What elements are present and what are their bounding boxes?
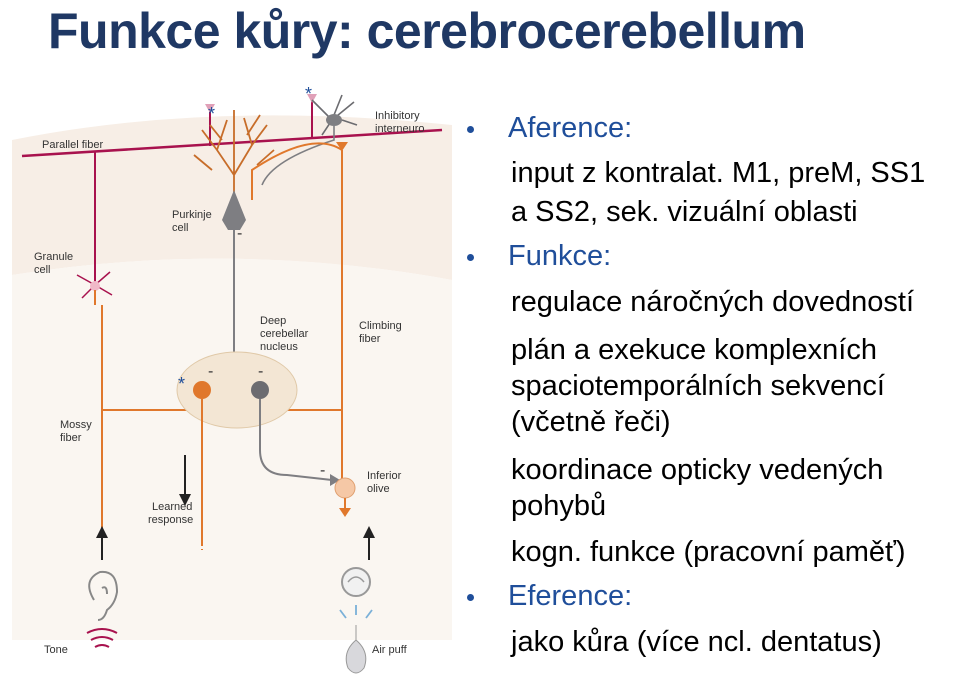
label-climbing-1: Climbing: [359, 320, 402, 332]
label-air-puff: Air puff: [372, 644, 408, 656]
label-inferior-2: olive: [367, 483, 390, 495]
deep-nucleus-region: [176, 351, 298, 429]
page-title: Funkce kůry: cerebrocerebellum: [48, 3, 806, 59]
label-tone: Tone: [44, 644, 68, 656]
climbing-synapse: [336, 142, 348, 151]
purkinje-dendrites: [193, 110, 275, 200]
interneuron-axon: [261, 126, 335, 186]
sound-waves-icon: [86, 628, 118, 648]
label-mossy-1: Mossy: [60, 419, 92, 431]
bullet-line: pohybů: [511, 490, 607, 522]
label-deep-2: cerebellar: [260, 328, 309, 340]
label-deep-1: Deep: [260, 315, 286, 327]
granule-cell-body: [90, 281, 100, 291]
label-granule-2: cell: [34, 264, 51, 276]
bullet-line: (včetně řeči): [511, 406, 671, 438]
air-puff-bulb-icon: [339, 605, 373, 674]
synapse-1: [205, 104, 215, 113]
white-matter-band: [12, 258, 452, 640]
interneuron-soma: [326, 114, 342, 126]
nucleus-output: [259, 399, 333, 481]
label-learned-1: Learned: [152, 501, 192, 513]
label-purkinje-2: cell: [172, 222, 189, 234]
eye-icon: [341, 567, 371, 597]
label-climbing-2: fiber: [359, 333, 381, 345]
label-deep-3: nucleus: [260, 341, 298, 353]
bullet-dot: [467, 254, 474, 261]
label-learned-2: response: [148, 514, 193, 526]
bullet-line: kogn. funkce (pracovní paměť): [511, 536, 906, 568]
ear-icon: [88, 570, 119, 621]
climbing-fiber-line: [251, 142, 343, 480]
minus-nucleus-right: -: [258, 363, 263, 380]
label-parallel-fiber: Parallel fiber: [42, 139, 103, 151]
bullet-line: koordinace opticky vedených: [511, 454, 884, 486]
bullet-label: Eference:: [508, 580, 633, 612]
synapse-2: [307, 94, 317, 103]
bullet-line: regulace náročných dovedností: [511, 286, 915, 318]
minus-olive: -: [320, 462, 325, 479]
bullet-line: input z kontralat. M1, preM, SS1: [511, 157, 926, 189]
cerebellum-circuit-diagram: * * * - - - - Parallel fiber Purkinje ce…: [12, 84, 452, 674]
bullet-label: Funkce:: [508, 240, 612, 272]
star-parallel-right: *: [305, 84, 312, 104]
purkinje-soma: [222, 190, 246, 230]
bullet-dot: [467, 126, 474, 133]
label-mossy-2: fiber: [60, 432, 82, 444]
star-nucleus: *: [178, 374, 185, 394]
olive-input-synapse: [339, 508, 351, 517]
parallel-fiber-line: [21, 128, 443, 158]
star-parallel-left: *: [208, 104, 215, 124]
inferior-olive: [334, 477, 356, 499]
bullet-label: Aference:: [508, 112, 633, 144]
minus-nucleus-left: -: [208, 363, 213, 380]
nucleus-cell-gray: [251, 381, 269, 399]
bullet-line: plán a exekuce komplexních: [511, 334, 877, 366]
label-inhibitory-1: Inhibitory: [375, 110, 420, 122]
nucleus-cell-orange: [193, 381, 211, 399]
label-inhibitory-2: interneuro: [375, 123, 425, 135]
granule-cell: [76, 271, 113, 299]
mossy-fiber-line: [94, 290, 103, 550]
bullet-line: a SS2, sek. vizuální oblasti: [511, 196, 858, 228]
bullet-line: spaciotemporálních sekvencí: [511, 370, 885, 402]
label-purkinje-1: Purkinje: [172, 209, 212, 221]
bullet-line: jako kůra (více ncl. dentatus): [511, 626, 882, 658]
olive-synapse: [330, 474, 340, 486]
interneuron-dendrites: [311, 94, 358, 136]
bullet-dot: [467, 594, 474, 601]
label-granule-1: Granule: [34, 251, 73, 263]
minus-purkinje: -: [237, 225, 242, 242]
label-inferior-1: Inferior: [367, 470, 402, 482]
